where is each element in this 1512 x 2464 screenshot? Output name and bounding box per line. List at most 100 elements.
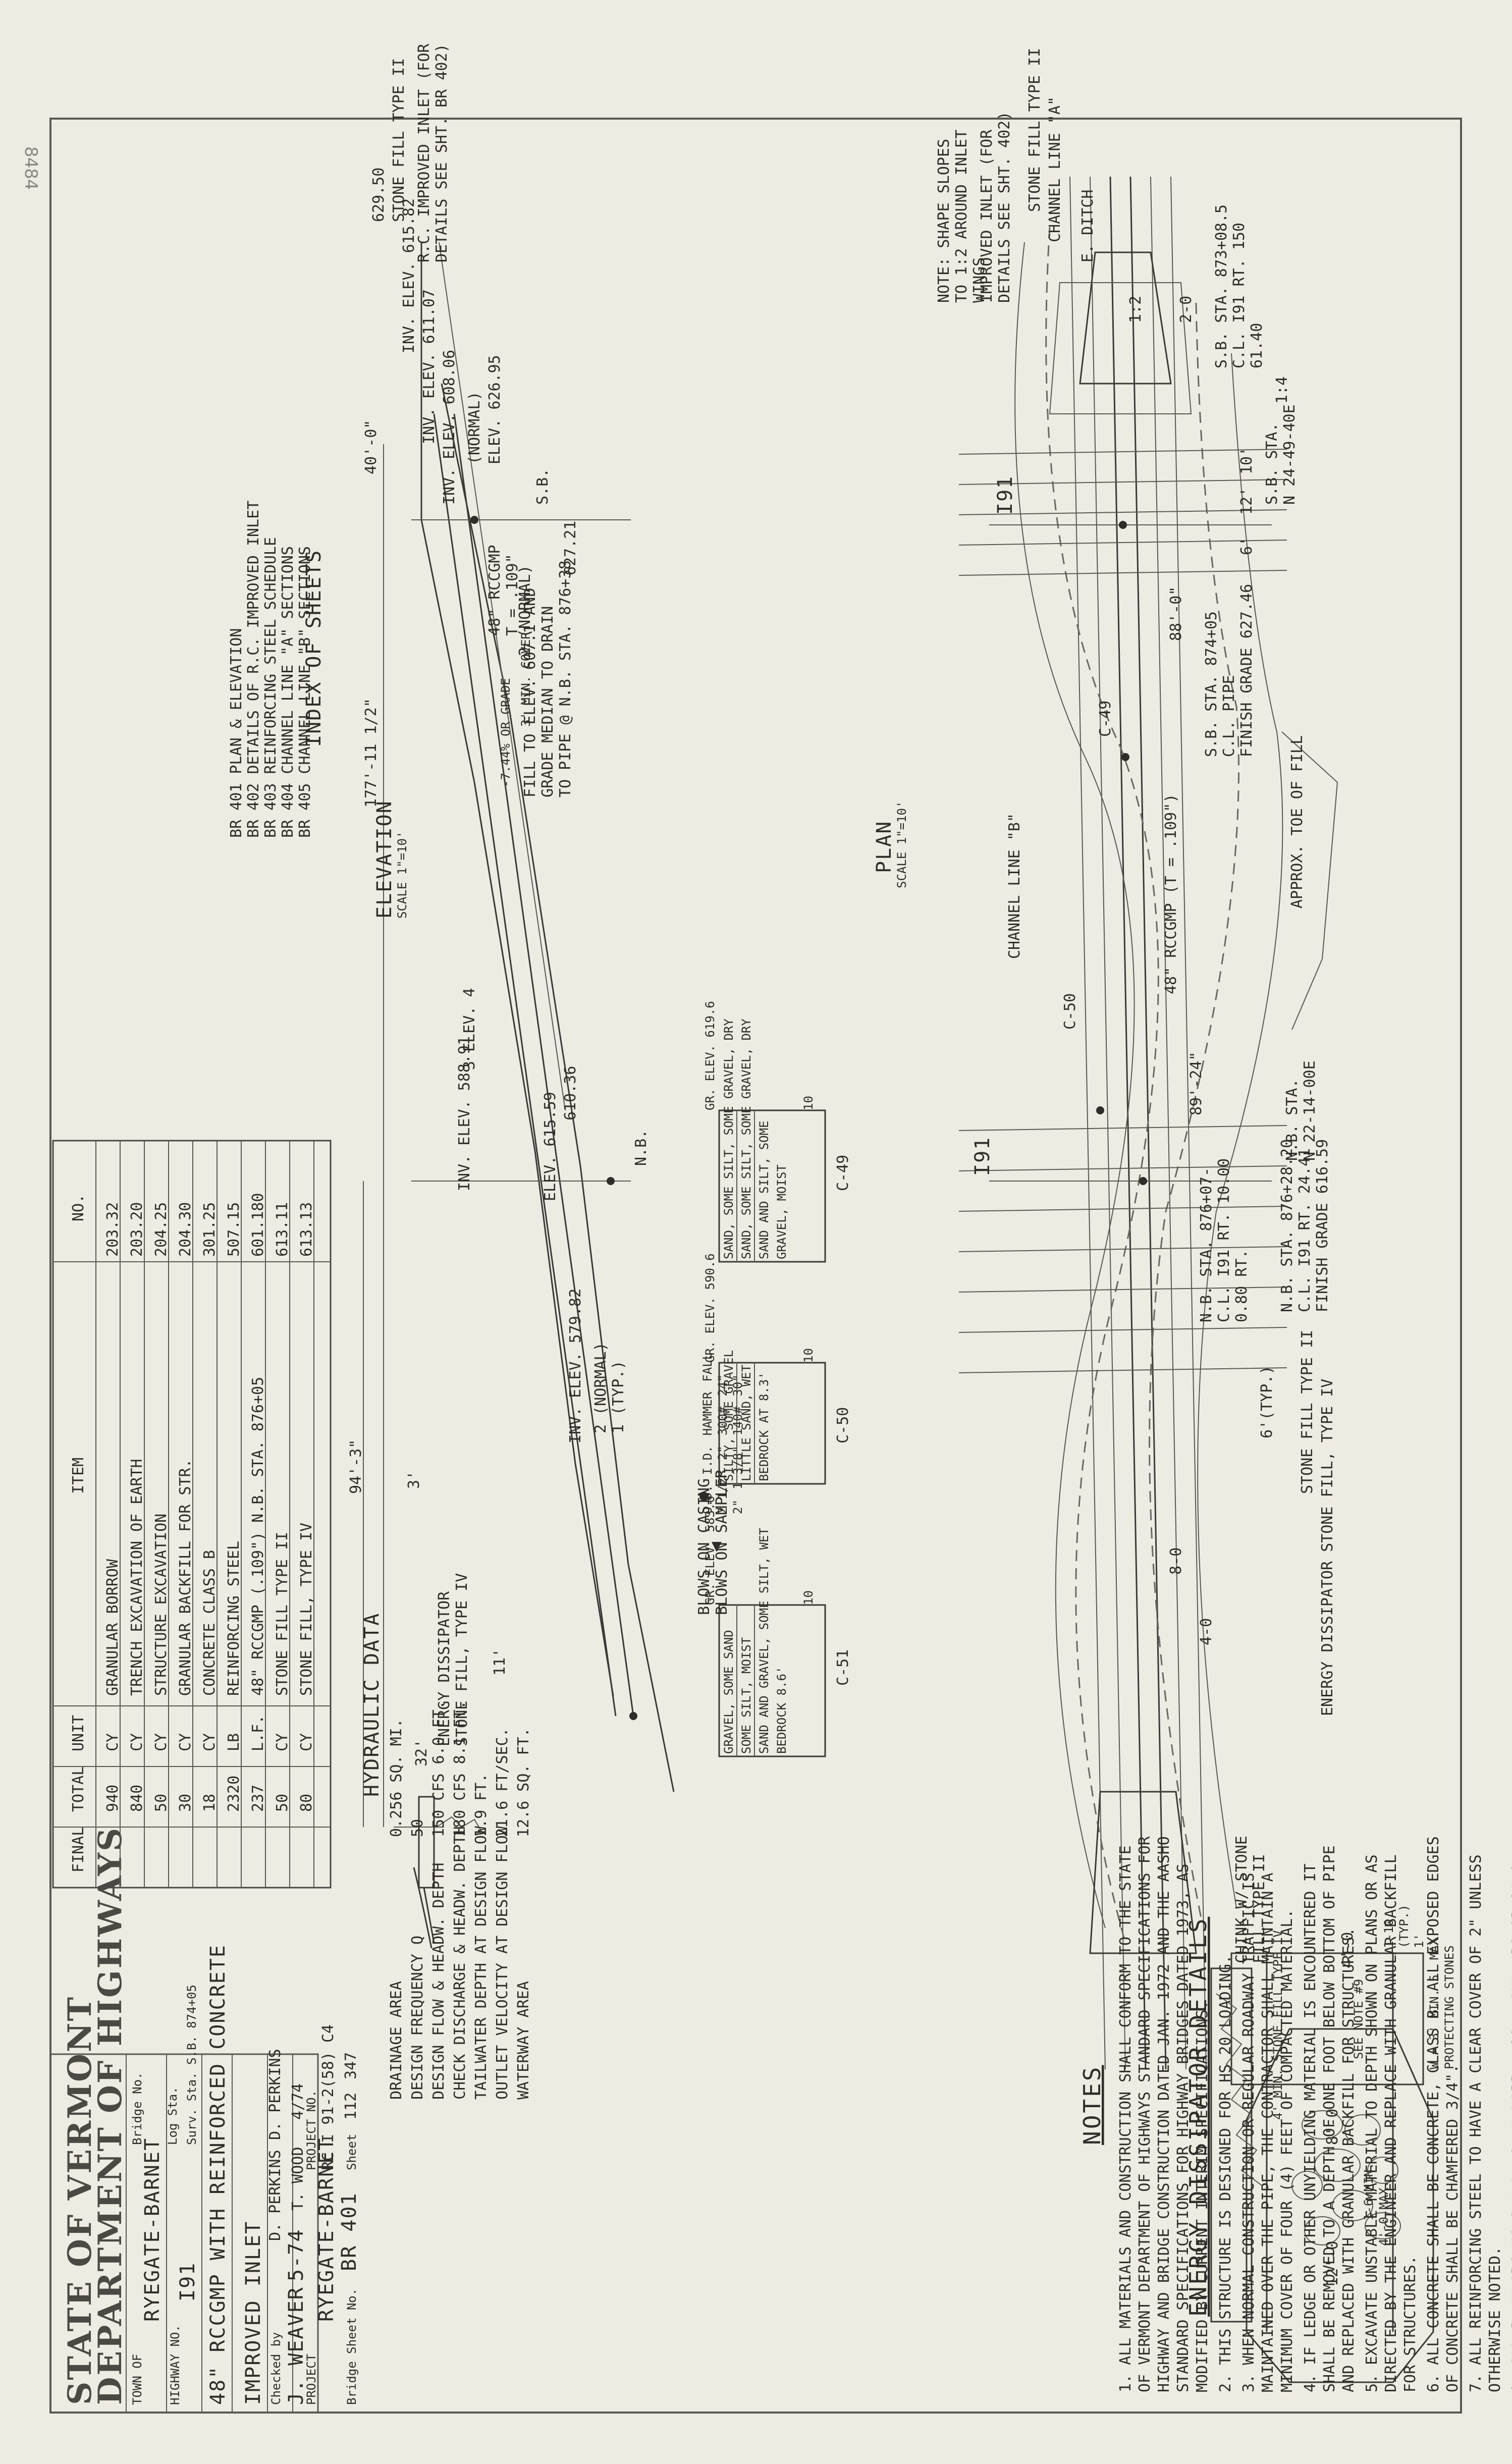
note-1-line: HIGHWAY AND BRIDGE CONSTRUCTION DATED JA… (1155, 1836, 1173, 2392)
boring-c51-row3: SAND AND GRAVEL, SOME SILT, WET (757, 1528, 771, 1754)
energy-title: ENERGY DISSIPATOR DETAILS (1184, 1917, 1212, 2317)
plan-nb-sta-1c: 0.80 RT. (1233, 1250, 1251, 1323)
plan-view: PLAN SCALE 1"=10' S.B. STA. 873+08.5 C.L… (873, 48, 1338, 2070)
elevation-fill-note-1: FILL TO ELEV. 607.1 AND (521, 588, 539, 797)
qty-row-unit: CY (274, 1733, 291, 1751)
elevation-pipe: 48" RCCGMP (486, 545, 504, 636)
boring-c51-row4: BEDROCK 8.6' (775, 1667, 789, 1754)
plan-ditch: E. DITCH (1079, 190, 1097, 263)
title-block: STATE OF VERMONT DEPARTMENT OF HIGHWAYS … (49, 1827, 361, 2414)
boring-c49-row1: SAND, SOME SILT, SOME GRAVEL, DRY (722, 1019, 736, 1259)
index-item-1: BR 401 PLAN & ELEVATION (228, 628, 245, 838)
energy-dim-typ: (TYP.) (1397, 1904, 1411, 1948)
plan-toe-of-fill: APPROX. TOE OF FILL (1288, 735, 1306, 908)
elevation-energy-2: STONE FILL, TYPE IV (453, 1573, 471, 1746)
note-6-line: OF CONCRETE SHALL BE CHAMFERED 3/4". (1444, 2064, 1462, 2392)
project-value: RYEGATE-BARNET (315, 2137, 338, 2322)
checked-by-label: Checked by (269, 2332, 283, 2405)
qty-row-no: 301.25 (201, 1202, 219, 1257)
hydraulic-row-value: 50 (409, 1819, 426, 1837)
elevation-fill-note-3: TO PIPE @ N.B. STA. 876+38 (557, 560, 574, 797)
qty-row-unit: CY (104, 1733, 122, 1751)
qty-row-total: 237 (249, 1785, 267, 1812)
bridge-design-engineer: D. PERKINS (266, 2049, 284, 2140)
boring-hammer-row2: 2"1 3/8"140#30" (731, 1374, 745, 1514)
sheet-label: Sheet (345, 2134, 359, 2170)
bridge-sheet-label: Bridge Sheet No. (345, 2288, 359, 2405)
boring-legend-casing: BLOWS ON CASING (695, 1478, 713, 1615)
qty-row-unit: CY (128, 1733, 146, 1751)
plan-sb-bearing-value: N 24-49-40E (1281, 404, 1299, 505)
qty-row-item: STONE FILL TYPE II (274, 1532, 291, 1696)
qty-row-no: 203.20 (128, 1202, 146, 1257)
plan-sb-sta-1c: 61.40 (1248, 323, 1266, 368)
energy-dim-1: 1' (1412, 1934, 1426, 1948)
energy-dim-8: 8'-0 (1324, 2109, 1341, 2145)
energy-dim-110: 1-10 (1382, 1919, 1396, 1948)
elevation-title: ELEVATION (373, 800, 396, 919)
index-title: INDEX OF SHEETS (302, 550, 326, 747)
plan-sb-sta-2c: FINISH GRADE 627.46 (1238, 584, 1256, 757)
plan-sb-sta-1: S.B. STA. 873+08.5 (1213, 204, 1230, 368)
plan-dim-12b: 1:2 (1127, 296, 1145, 323)
elevation-rc-inlet-1: R.C. IMPROVED INLET (FOR (415, 43, 433, 262)
hydraulic-row-value: 0.256 SQ. MI. (388, 1719, 405, 1837)
project-label: PROJECT (304, 2354, 318, 2405)
plan-stone-fill-iv: ENERGY DISSIPATOR STONE FILL, TYPE IV (1319, 1379, 1336, 1716)
hydraulic-title: HYDRAULIC DATA (360, 1613, 384, 1797)
qty-row-item: REINFORCING STEEL (225, 1541, 243, 1696)
qty-row-unit: CY (201, 1733, 219, 1751)
qty-row-no: 613.13 (298, 1202, 315, 1257)
elevation-grade: -7.44% OR GRADE (499, 678, 513, 787)
elevation-inv-elev-5: INV. ELEV. 579.82 (567, 1289, 584, 1443)
note-5-line: 5. EXCAVATE UNSTABLE MATERIAL TO DEPTH S… (1363, 1854, 1381, 2392)
boring-c49-elev: GR. ELEV. 619.6 (703, 1001, 717, 1110)
boring-hammer-head: O.D.I.D.HAMMERFALL (700, 1353, 715, 1514)
town-value: RYEGATE-BARNET (141, 2137, 164, 2322)
note-4-line: 4. IF LEDGE OR OTHER UNYIELDING MATERIAL… (1302, 1863, 1319, 2392)
plan-dim-80: 8-0 (1167, 1547, 1185, 1575)
hydraulic-row-value: 1.9 FT. (472, 1774, 490, 1837)
elevation-629: 629.50 (370, 168, 388, 222)
plan-slope-note-3: WINGS (970, 257, 988, 303)
plan-channel-b: CHANNEL LINE "B" (1006, 813, 1023, 959)
plan-nb-sta-1: N.B. STA. 876+07- (1198, 1167, 1215, 1322)
protecting-stones (1291, 2110, 1401, 2245)
plan-nb-sta-2b: C.L. I91 RT. 24.41 (1296, 1148, 1314, 1312)
qty-row-unit: CY (177, 1733, 194, 1751)
plan-nb-sta-1b: C.L. I91 RT. 10.00 (1215, 1158, 1233, 1322)
note-7-line: 7. ALL REINFORCING STEEL TO HAVE A CLEAR… (1467, 1854, 1485, 2392)
qty-row-item: CONCRETE CLASS B (201, 1550, 219, 1696)
log-sta-label: Log Sta. (166, 2086, 180, 2145)
department-title: DEPARTMENT OF HIGHWAYS (91, 1827, 129, 2405)
hydraulic-row-label: DESIGN FREQUENCY Q (409, 1936, 426, 2100)
plan-dim-40: 4-0 (1198, 1618, 1215, 1645)
qty-header-item: ITEM (70, 1458, 87, 1494)
elevation-normal: (NORMAL) (466, 392, 483, 465)
hydraulic-row-value: 21.6 FT/SEC. (494, 1728, 511, 1837)
boring-c51-label: C-51 (834, 1649, 852, 1686)
boring-c49-depth: 10 (801, 1096, 816, 1110)
plan-scale: SCALE 1"=10' (895, 801, 909, 888)
note-4-line: AND REPLACED WITH GRANULAR BACKFILL FOR … (1340, 1927, 1358, 2392)
highway-value: I91 (176, 2262, 199, 2301)
plan-inlet-note-1: IMPROVED INLET (FOR (978, 129, 996, 303)
index-item-2: BR 402 DETAILS OF R.C. IMPROVED INLET (245, 501, 262, 838)
energy-see-note: SEE NOTE #9 (1352, 1979, 1366, 2059)
elevation-nb: N.B. (632, 1130, 650, 1166)
elevation-dim-94: 94'-3" (347, 1439, 365, 1494)
description-2: IMPROVED INLET (242, 2221, 265, 2405)
plan-dim-typ: 6'(TYP.) (1258, 1366, 1276, 1439)
surv-sta: Surv. Sta. S.B. 874+05 (185, 1985, 199, 2145)
plan-nb-bearing: N.B. STA. (1283, 1079, 1301, 1161)
hydraulic-row-value: 12.6 SQ. FT. (515, 1728, 532, 1837)
energy-dim-12: 12'-0 (1324, 2241, 1341, 2286)
qty-row-total: 2320 (225, 1776, 243, 1812)
energy-min-stone: 4' MIN. STONE FILL TYPE IV (1271, 1930, 1285, 2120)
qty-row-unit: CY (152, 1733, 170, 1751)
qty-row-item: 48" RCCGMP (.109") N.B. STA. 876+05 (249, 1377, 267, 1696)
boring-logs: C-49 GR. ELEV. 619.6 10 SAND, SOME SILT,… (695, 1001, 852, 1757)
qty-row-no: 613.11 (274, 1202, 291, 1257)
corner-sheet-number: 8484 (21, 146, 41, 190)
